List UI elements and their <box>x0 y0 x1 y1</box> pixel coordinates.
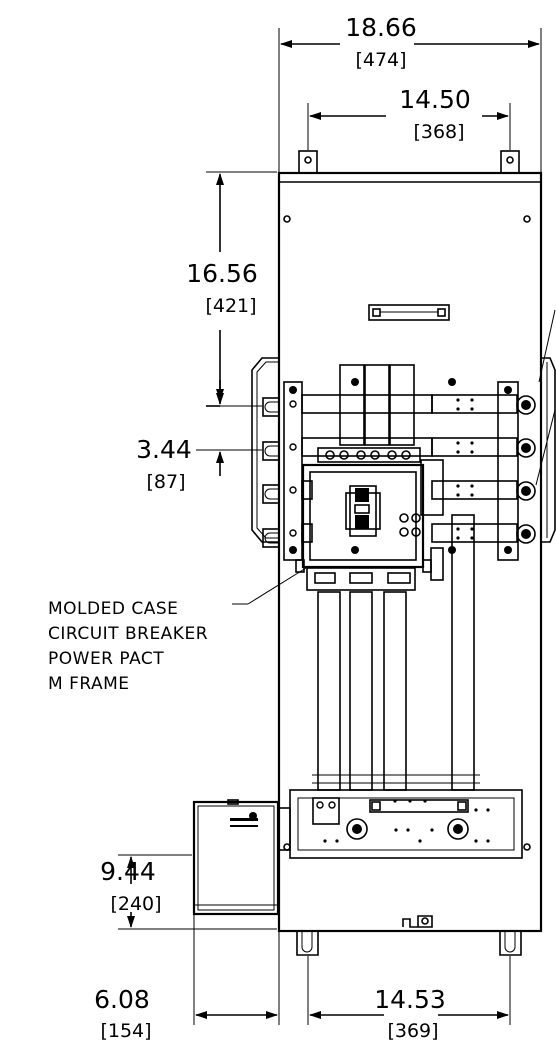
upper-height-value: 16.56 <box>186 259 258 288</box>
lower-height-value: 9.44 <box>100 857 156 886</box>
mounting-width-value: 14.50 <box>399 85 471 114</box>
upper-height-metric: [421] <box>205 295 256 317</box>
callout-line-3: POWER PACT <box>48 649 164 669</box>
callout-line-1: MOLDED CASE <box>48 599 178 619</box>
bus-bars <box>283 309 556 561</box>
lug-pitch-metric: [87] <box>146 471 185 493</box>
side-junction-box <box>192 799 280 916</box>
lug-pitch-value: 3.44 <box>136 435 192 464</box>
callout-line-2: CIRCUIT BREAKER <box>48 624 208 644</box>
side-offset-value: 6.08 <box>94 985 150 1014</box>
side-offset-metric: [154] <box>100 1020 151 1042</box>
lower-height-metric: [240] <box>110 893 161 915</box>
overall-width-value: 18.66 <box>345 13 417 42</box>
base-width-value: 14.53 <box>374 985 446 1014</box>
callout-line-4: M FRAME <box>48 674 130 694</box>
breaker-callout: MOLDED CASE CIRCUIT BREAKER POWER PACT M… <box>48 599 208 694</box>
overall-width-metric: [474] <box>355 49 406 71</box>
base-width-metric: [369] <box>387 1020 438 1042</box>
dimension-lines <box>118 28 542 1025</box>
dimension-labels: 18.66 [474] 14.50 [368] 16.56 [421] 3.44… <box>94 13 471 1042</box>
enclosure-body <box>277 150 543 956</box>
side-flanges <box>251 357 556 548</box>
mounting-width-metric: [368] <box>413 121 464 143</box>
circuit-breaker <box>295 463 444 591</box>
lower-assembly <box>277 789 523 859</box>
lower-risers <box>312 514 480 791</box>
